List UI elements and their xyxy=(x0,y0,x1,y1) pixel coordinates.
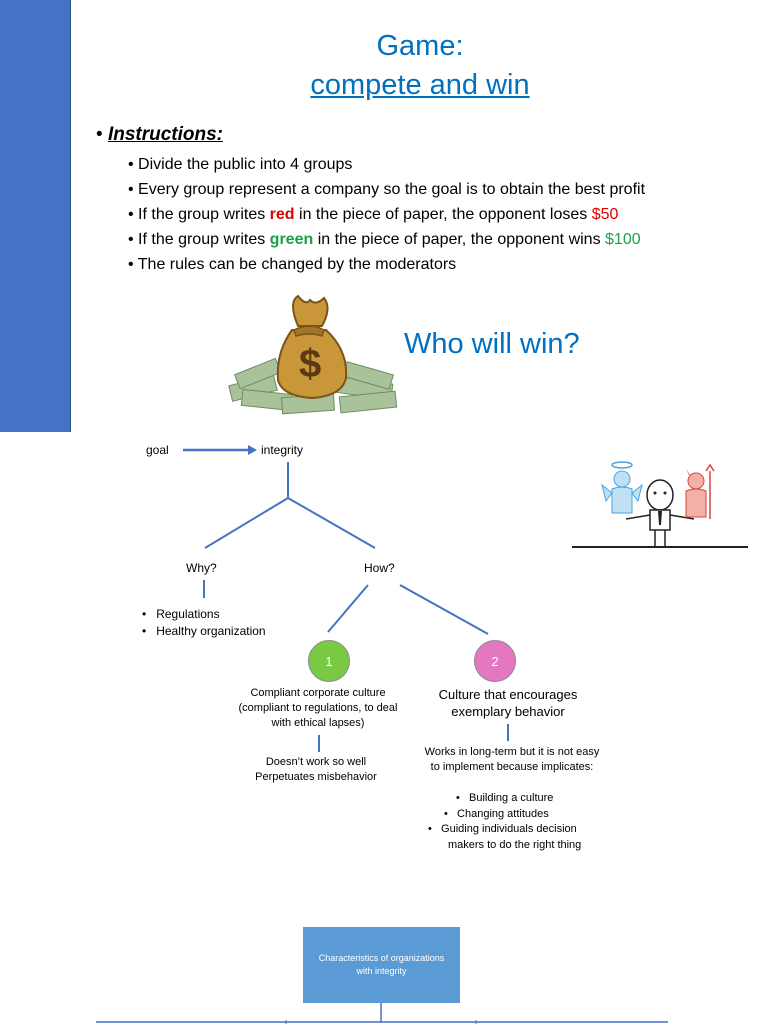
list-item: • Regulations xyxy=(142,607,220,621)
node-2-result: Works in long-term but it is not easy to… xyxy=(424,746,600,773)
svg-text:$: $ xyxy=(299,342,321,386)
instruction-text: Every group represent a company so the g… xyxy=(138,181,646,198)
node-1-circle: 1 xyxy=(308,640,350,682)
instruction-text: If the group writes xyxy=(138,231,270,248)
why-item: Healthy organization xyxy=(156,624,266,638)
instruction-item: • The rules can be changed by the modera… xyxy=(128,256,457,273)
instructions-label: Instructions: xyxy=(107,124,223,145)
instruction-text: in the piece of paper, the opponent lose… xyxy=(294,206,592,223)
angel-devil-icon xyxy=(572,461,748,548)
node-2-item: Guiding individuals decision makers to d… xyxy=(441,823,582,851)
win-amount: $100 xyxy=(605,231,641,248)
why-list: • Regulations • Healthy organization xyxy=(142,606,266,640)
goal-label: goal xyxy=(146,443,169,457)
why-label: Why? xyxy=(186,561,217,575)
characteristics-box-label: Characteristics of organizations with in… xyxy=(318,953,445,976)
left-bar xyxy=(0,0,71,432)
who-will-win-heading: Who will win? xyxy=(404,328,580,360)
instructions-header: • Instructions: xyxy=(96,124,223,145)
node-2-text: Culture that encourages exemplary behavi… xyxy=(438,687,578,719)
red-word: red xyxy=(269,206,295,223)
title-line1: Game: xyxy=(376,30,464,62)
integrity-label: integrity xyxy=(261,443,304,457)
why-item: Regulations xyxy=(156,607,220,621)
how-label: How? xyxy=(364,561,395,575)
instruction-item: • If the group writes red in the piece o… xyxy=(128,206,619,223)
node-1-result-line: Doesn’t work so well xyxy=(265,756,367,768)
instruction-item: • Every group represent a company so the… xyxy=(128,181,646,198)
instruction-text: in the piece of paper, the opponent wins xyxy=(313,231,606,248)
node-2-list: • Building a culture • Changing attitude… xyxy=(428,791,606,853)
node-2-item: Building a culture xyxy=(469,792,554,804)
list-item: • Building a culture xyxy=(456,792,554,804)
loss-amount: $50 xyxy=(591,206,619,223)
money-bag-icon: $ xyxy=(228,294,398,415)
list-item: • Guiding individuals decision makers to… xyxy=(428,823,582,851)
instruction-text: Divide the public into 4 groups xyxy=(138,156,353,173)
node-2-circle: 2 xyxy=(474,640,516,682)
title-line2: compete and win xyxy=(310,69,530,101)
instructions-list: • Divide the public into 4 groups • Ever… xyxy=(128,152,645,277)
green-word: green xyxy=(269,231,314,248)
instruction-item: • Divide the public into 4 groups xyxy=(128,156,353,173)
node-2-item: Changing attitudes xyxy=(457,807,549,820)
characteristics-box: Characteristics of organizations with in… xyxy=(303,927,460,1003)
list-item: • Healthy organization xyxy=(142,624,266,638)
node-1-result-line: Perpetuates misbehavior xyxy=(255,771,377,783)
instruction-text: If the group writes xyxy=(138,206,270,223)
node-1-text: Compliant corporate culture (compliant t… xyxy=(238,687,398,729)
list-item: • Changing attitudes xyxy=(444,807,549,820)
instruction-text: The rules can be changed by the moderato… xyxy=(137,256,457,273)
node-1-result: Doesn’t work so well Perpetuates misbeha… xyxy=(216,755,416,785)
instruction-item: • If the group writes green in the piece… xyxy=(128,231,641,248)
